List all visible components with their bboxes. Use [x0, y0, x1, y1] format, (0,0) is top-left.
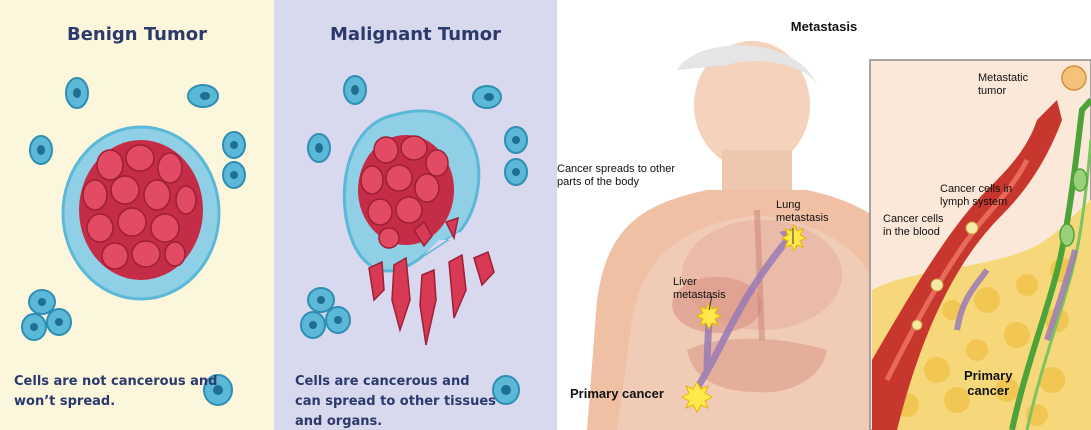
- benign-illustration: [0, 0, 274, 430]
- primary-cancer-label: Primary cancer: [570, 386, 664, 401]
- spread-label: Cancer spreads to other parts of the bod…: [557, 163, 675, 189]
- benign-caption: Cells are not cancerous and won’t spread…: [14, 372, 217, 412]
- malignant-caption-line-1: Cells are cancerous and: [295, 372, 496, 392]
- lymph-label-line-1: Cancer cells in: [940, 183, 1012, 196]
- liver-label-line-1: Liver: [673, 276, 726, 289]
- blood-cells-label: Cancer cells in the blood: [883, 213, 944, 239]
- malignant-tumor-panel: Malignant Tumor: [274, 0, 557, 430]
- lung-metastasis-label: Lung metastasis: [776, 199, 829, 225]
- metastatic-tumor-label: Metastatic tumor: [978, 72, 1028, 98]
- lung-label-line-1: Lung: [776, 199, 829, 212]
- lymph-label-line-2: lymph system: [940, 196, 1012, 209]
- malignant-caption: Cells are cancerous and can spread to ot…: [295, 372, 496, 430]
- benign-caption-line-2: won’t spread.: [14, 392, 217, 412]
- malignant-illustration: [274, 0, 557, 430]
- blood-label-line-2: in the blood: [883, 226, 944, 239]
- liver-label-line-2: metastasis: [673, 289, 726, 302]
- blood-label-line-1: Cancer cells: [883, 213, 944, 226]
- lymph-system-label: Cancer cells in lymph system: [940, 183, 1012, 209]
- inset-primary-line-1: Primary: [964, 368, 1012, 383]
- inset-primary-cancer-label: Primary cancer: [964, 368, 1012, 398]
- malignant-caption-line-2: can spread to other tissues: [295, 392, 496, 412]
- benign-caption-line-1: Cells are not cancerous and: [14, 372, 217, 392]
- spread-label-line-1: Cancer spreads to other: [557, 163, 675, 176]
- liver-metastasis-label: Liver metastasis: [673, 276, 726, 302]
- spread-label-line-2: parts of the body: [557, 176, 675, 189]
- metastatic-tumor-line-2: tumor: [978, 85, 1028, 98]
- malignant-caption-line-3: and organs.: [295, 412, 496, 430]
- metastatic-tumor-line-1: Metastatic: [978, 72, 1028, 85]
- lung-label-line-2: metastasis: [776, 212, 829, 225]
- metastasis-panel: Metastasis: [557, 0, 1091, 430]
- inset-primary-line-2: cancer: [964, 383, 1012, 398]
- benign-tumor-panel: Benign Tumor: [0, 0, 274, 430]
